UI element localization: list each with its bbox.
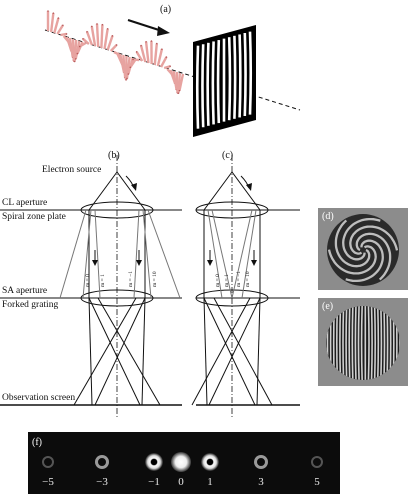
order-label-c-2: m = −1 <box>236 271 242 287</box>
order-label-c-1: m = 1 <box>224 274 230 287</box>
forked-hologram-screen <box>193 25 256 137</box>
order-0: 0 <box>178 476 184 488</box>
order-plus-1: 1 <box>207 476 213 488</box>
sa-aperture-label: SA aperture <box>2 286 48 296</box>
spot-plus-5 <box>311 456 323 468</box>
diffraction-pattern-strip: −5 −3 −1 0 1 3 5 <box>28 432 340 494</box>
order-label-b-1: m = 1 <box>100 274 106 287</box>
cl-aperture-label: CL aperture <box>2 198 48 208</box>
order-minus-1: −1 <box>148 476 160 488</box>
setup-b <box>0 155 182 418</box>
spot-minus-1 <box>145 453 163 471</box>
beam-order-labels-b: m = 0 m = 1 m = −1 m = 10 <box>85 271 158 287</box>
order-label-b-3: m = 10 <box>152 271 158 287</box>
helical-wavefront <box>44 10 301 111</box>
order-minus-3: −3 <box>96 476 108 488</box>
panel-c-tag: (c) <box>222 150 234 161</box>
panel-d-tag: (d) <box>322 211 334 222</box>
panel-a-tag: (a) <box>160 4 172 15</box>
spiral-zone-plate-label: Spiral zone plate <box>2 212 66 222</box>
spot-minus-3 <box>95 455 109 469</box>
order-label-b-0: m = 0 <box>85 274 91 287</box>
spot-plus-1 <box>201 453 219 471</box>
order-label-c-0: m = 0 <box>215 274 221 287</box>
panel-f-tag: (f) <box>32 437 42 448</box>
panel-e-tag: (e) <box>322 301 334 312</box>
beam-order-labels-c: m = 0 m = 1 m = −1 m = 10 <box>215 271 251 287</box>
setup-c <box>191 155 300 418</box>
order-minus-5: −5 <box>42 476 54 488</box>
panel-b-tag: (b) <box>108 150 120 161</box>
spot-minus-5 <box>42 456 54 468</box>
order-plus-5: 5 <box>314 476 320 488</box>
order-label-b-2: m = −1 <box>128 271 134 287</box>
electron-source-label: Electron source <box>42 165 102 175</box>
spot-plus-3 <box>254 455 268 469</box>
observation-screen-label: Observation screen <box>2 393 76 403</box>
spiral-zone-plate-image <box>318 208 408 290</box>
forked-grating-label: Forked grating <box>2 300 59 310</box>
order-plus-3: 3 <box>258 476 264 488</box>
order-label-c-3: m = 10 <box>245 271 251 287</box>
forked-grating-image <box>318 298 408 386</box>
spot-0 <box>171 452 191 472</box>
